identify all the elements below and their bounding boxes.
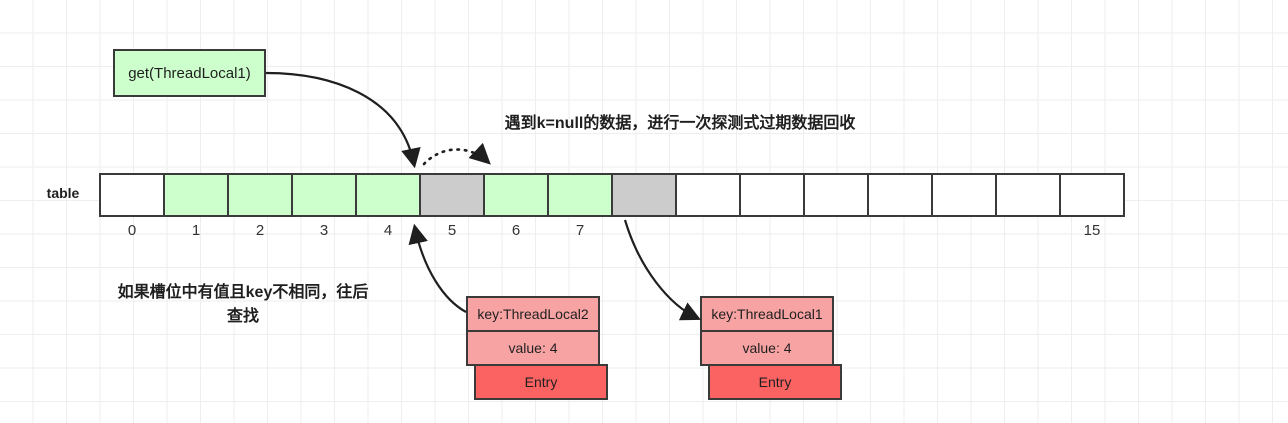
entry-threadlocal2-type: Entry <box>474 364 608 400</box>
table-slot-9 <box>675 173 741 217</box>
table-index-4: 4 <box>383 221 393 239</box>
entry-threadlocal1-value: value: 4 <box>700 330 834 366</box>
table-slot-11 <box>803 173 869 217</box>
table-index-6: 6 <box>511 221 521 239</box>
table-slot-0 <box>99 173 165 217</box>
table-label: table <box>33 182 93 204</box>
entry-threadlocal2-key: key:ThreadLocal2 <box>466 296 600 332</box>
annotation-expired-cleanup-text: 遇到k=null的数据，进行一次探测式过期数据回收 <box>504 115 856 132</box>
table-slot-13 <box>931 173 997 217</box>
table-slot-6 <box>483 173 549 217</box>
table-slot-1 <box>163 173 229 217</box>
entry-threadlocal1-key: key:ThreadLocal1 <box>700 296 834 332</box>
entry-threadlocal1-type: Entry <box>708 364 842 400</box>
table-slot-8 <box>611 173 677 217</box>
table-slot-4 <box>355 173 421 217</box>
annotation-expired-cleanup: 遇到k=null的数据，进行一次探测式过期数据回收 <box>470 112 890 136</box>
table-slot-15 <box>1059 173 1125 217</box>
arrow-entry2-to-slot4 <box>408 223 467 313</box>
get-call-box: get(ThreadLocal1) <box>113 49 266 97</box>
entry-threadlocal2-value: value: 4 <box>466 330 600 366</box>
table-slot-2 <box>227 173 293 217</box>
table-index-15: 15 <box>1083 221 1101 239</box>
table-slot-12 <box>867 173 933 217</box>
table-index-1: 1 <box>191 221 201 239</box>
table-slot-7 <box>547 173 613 217</box>
entry-threadlocal2: key:ThreadLocal2 value: 4 Entry <box>466 296 608 400</box>
table-index-2: 2 <box>255 221 265 239</box>
annotation-linear-probe-line1: 如果槽位中有值且key不相同， <box>117 284 337 301</box>
annotation-linear-probe: 如果槽位中有值且key不相同，往后查找 <box>112 281 374 329</box>
table-index-0: 0 <box>127 221 137 239</box>
table-index-3: 3 <box>319 221 329 239</box>
table-index-7: 7 <box>575 221 585 239</box>
table-row <box>99 173 1125 217</box>
table-index-5: 5 <box>447 221 457 239</box>
table-label-text: table <box>46 185 80 201</box>
arrow-probe-slot4-to-slot5 <box>422 142 491 166</box>
get-call-label: get(ThreadLocal1) <box>128 64 251 82</box>
arrow-slot7-to-entry1 <box>623 219 701 321</box>
table-slot-3 <box>291 173 357 217</box>
table-slot-14 <box>995 173 1061 217</box>
annotation-linear-probe-line2: 往后查找 <box>226 284 369 325</box>
arrow-get-to-slot4 <box>265 71 421 169</box>
entry-threadlocal1: key:ThreadLocal1 value: 4 Entry <box>700 296 842 400</box>
table-slot-10 <box>739 173 805 217</box>
table-slot-5 <box>419 173 485 217</box>
